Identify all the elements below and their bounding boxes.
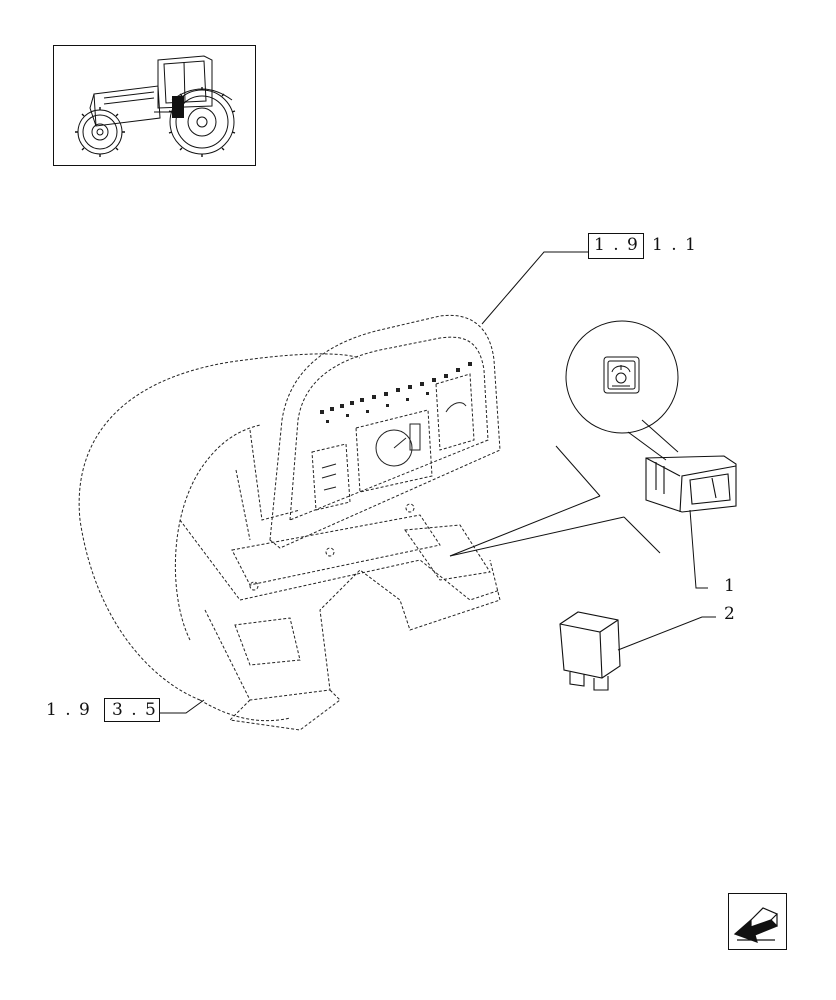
ref-top-box[interactable] [588, 233, 644, 259]
ref-left-box[interactable] [104, 698, 160, 722]
ref-top-rest-text: 1 . 1 [652, 235, 696, 255]
back-navigation-button[interactable] [728, 893, 787, 950]
callout-1: 1 [724, 576, 735, 596]
tractor-thumbnail[interactable] [53, 45, 256, 166]
arrow-back-icon [733, 907, 779, 943]
highlight-area [172, 96, 184, 118]
ref-top-boxed-text: 1 . 9 [594, 235, 638, 255]
ref-left-boxed-text: 3 . 5 [112, 700, 156, 720]
callout-2: 2 [724, 604, 735, 624]
ref-left-prefix-text: 1 . 9 [46, 700, 90, 720]
tractor-thumbnail-icon [75, 55, 236, 157]
